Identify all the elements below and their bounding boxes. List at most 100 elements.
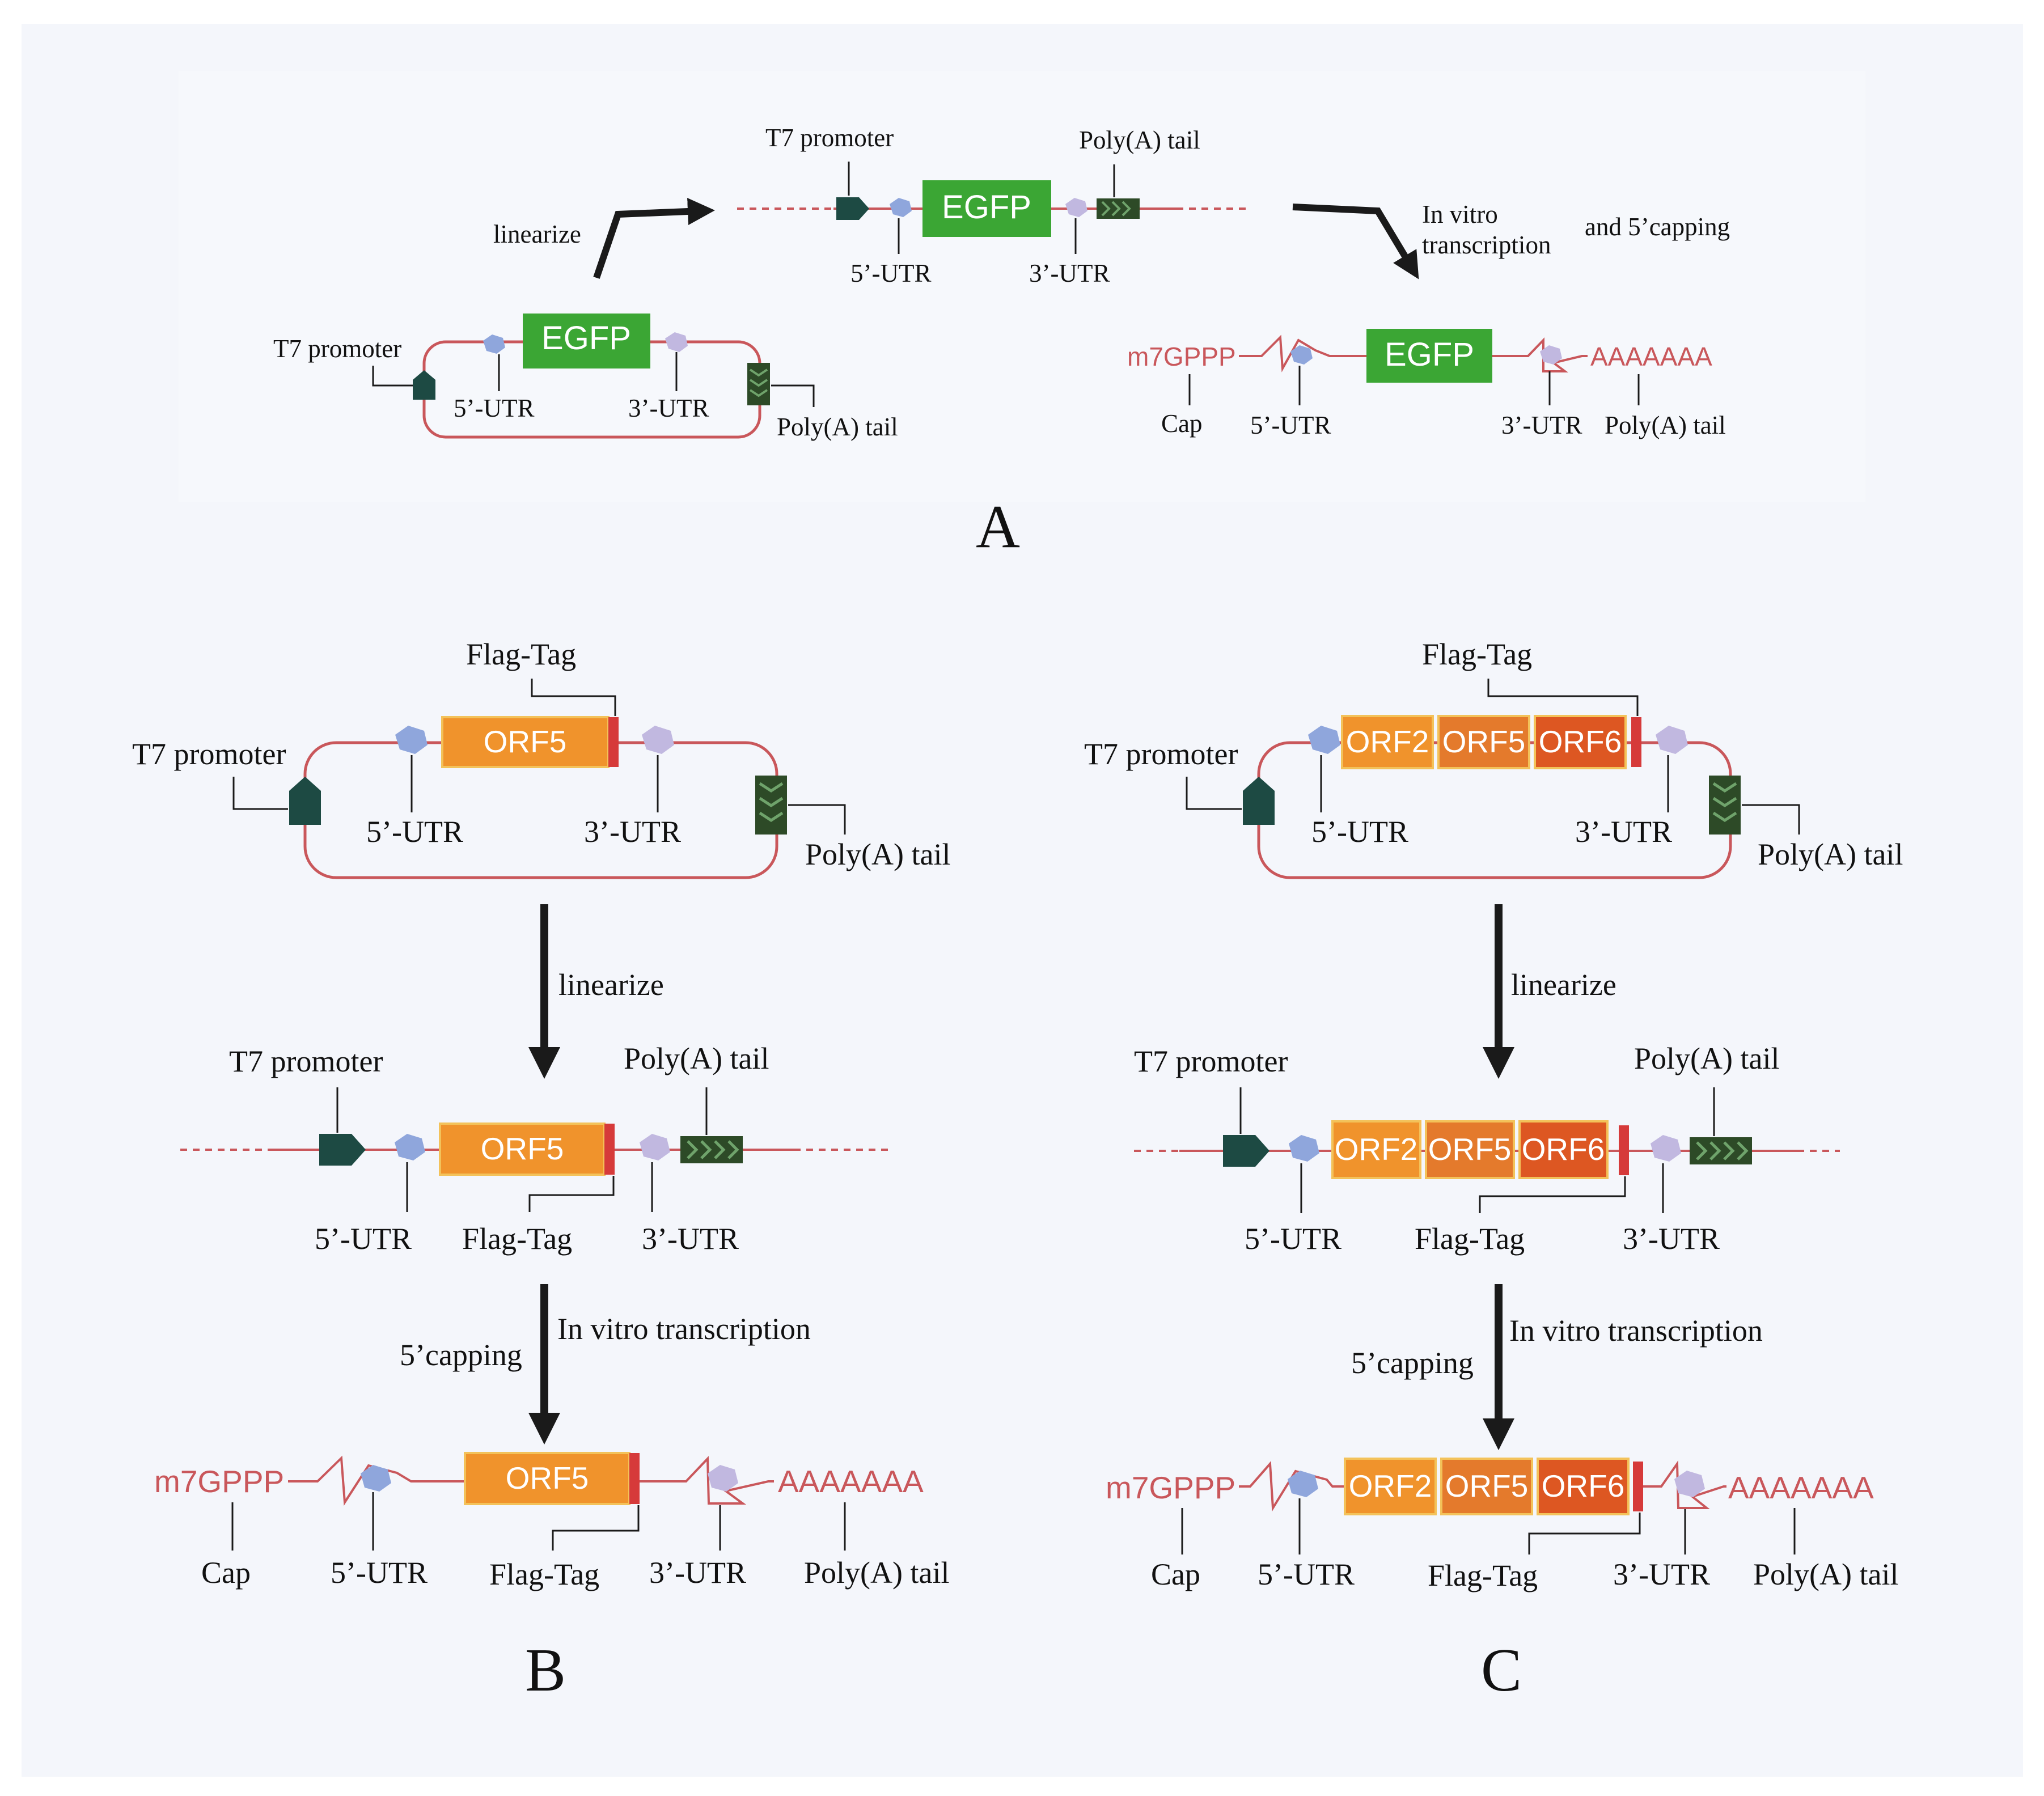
utr5-hexagon-icon	[1289, 1135, 1319, 1162]
utr3-hexagon-icon	[640, 1134, 670, 1160]
promoter-label: T7 promoter	[229, 1044, 383, 1078]
flag-label: Flag-Tag	[466, 637, 576, 671]
orf6-box	[1534, 715, 1627, 769]
flag-tag-bar	[1631, 717, 1641, 767]
utr3-label: 3’-UTR	[649, 1556, 746, 1590]
utr5-label: 5’-UTR	[1311, 815, 1408, 849]
utr3-label: 3’-UTR	[642, 1222, 739, 1256]
panel-a-plasmid: EGFP T7 promoter 5’-UTR 3’-UTR Poly(A) t…	[273, 314, 898, 441]
linearize-arrow	[593, 197, 715, 279]
panel-a-mrna: m7GPPP EGFP AAAAAAA Cap 5’-UTR 3’-UTR Po…	[1127, 329, 1726, 439]
flag-leader	[1528, 1513, 1641, 1554]
cap-sequence: m7GPPP	[1106, 1470, 1235, 1505]
capping-label: 5’capping	[1351, 1346, 1474, 1380]
transcription-label: In vitro transcription	[557, 1312, 811, 1346]
mrna-backbone-5	[1239, 1461, 1345, 1512]
utr5-label: 5’-UTR	[331, 1556, 428, 1590]
mrna-backbone-3	[640, 1456, 774, 1505]
utr5-label: 5’-UTR	[1258, 1557, 1355, 1591]
egfp-label: EGFP	[541, 320, 631, 357]
utr3-label: 3’-UTR	[1501, 411, 1582, 439]
orf2-label: ORF2	[1346, 724, 1429, 759]
panel-letter-b: B	[525, 1637, 566, 1704]
utr3-hexagon-icon	[1651, 1135, 1681, 1162]
orf5-label: ORF5	[1428, 1132, 1512, 1167]
t7-promoter-icon	[836, 197, 869, 220]
orf5-box	[1425, 1120, 1515, 1179]
transcription-arrow	[1292, 204, 1419, 279]
polya-chevron-icon	[1097, 198, 1140, 219]
panel-letter-c: C	[1481, 1637, 1522, 1704]
panel-letter-a: A	[976, 493, 1020, 561]
flag-leader	[528, 1176, 615, 1212]
polya-leader	[1742, 804, 1800, 835]
panel-c-linear: ORF2 ORF5 ORF6 T7 promoter Poly(A) tail …	[1134, 1041, 1840, 1256]
polya-chevron-icon	[1690, 1137, 1752, 1164]
linearize-label: linearize	[1511, 968, 1616, 1002]
capping-label: and 5’capping	[1585, 213, 1730, 241]
flag-label: Flag-Tag	[462, 1222, 572, 1256]
utr3-hexagon-icon	[642, 726, 674, 754]
utr3-hexagon-icon	[1674, 1471, 1705, 1497]
mrna-backbone-3	[1643, 1460, 1726, 1509]
orf5-label: ORF5	[481, 1131, 564, 1166]
utr3-label: 3’-UTR	[1623, 1222, 1720, 1256]
egfp-label: EGFP	[1385, 336, 1474, 373]
orf2-box	[1344, 1458, 1437, 1515]
utr3-label: 3’-UTR	[1575, 815, 1672, 849]
utr3-label: 3’-UTR	[628, 394, 709, 422]
polya-sequence: AAAAAAA	[1728, 1470, 1874, 1505]
t7-promoter-icon	[1243, 777, 1275, 825]
flag-label: Flag-Tag	[1428, 1558, 1538, 1592]
panel-b-plasmid: ORF5 Flag-Tag T7 promoter 5’-UTR 3’-UTR …	[132, 637, 950, 879]
mrna-backbone-5	[288, 1455, 465, 1506]
utr5-label: 5’-UTR	[1250, 411, 1331, 439]
egfp-box	[1366, 329, 1492, 383]
utr3-label: 3’-UTR	[1613, 1557, 1710, 1591]
cap-label: Cap	[1151, 1557, 1200, 1591]
polya-sequence: AAAAAAA	[778, 1464, 924, 1499]
cap-sequence: m7GPPP	[154, 1464, 284, 1499]
polya-sequence: AAAAAAA	[1590, 342, 1712, 371]
panel-c-plasmid: ORF2 ORF5 ORF6 Flag-Tag T7 promoter 5’-U…	[1084, 637, 1903, 879]
t7-promoter-icon	[1223, 1135, 1269, 1167]
orf5-box	[1437, 715, 1530, 769]
panel-c: ORF2 ORF5 ORF6 Flag-Tag T7 promoter 5’-U…	[1084, 637, 1903, 1704]
utr3-label: 3’-UTR	[584, 815, 681, 849]
flag-leader	[531, 679, 616, 716]
t7-promoter-icon	[319, 1134, 366, 1166]
flag-tag-bar	[1619, 1125, 1629, 1175]
orf6-label: ORF6	[1522, 1132, 1605, 1167]
utr5-hexagon-icon	[890, 198, 912, 217]
transcription-label-line1: In vitro	[1422, 200, 1498, 228]
orf5-label: ORF5	[1445, 1468, 1529, 1503]
flag-tag-bar	[1633, 1462, 1643, 1511]
flag-label: Flag-Tag	[489, 1557, 599, 1591]
flag-tag-bar	[629, 1453, 640, 1504]
utr5-label: 5’-UTR	[366, 815, 463, 849]
orf2-box	[1331, 1120, 1421, 1179]
transcription-label: In vitro transcription	[1509, 1314, 1763, 1348]
flag-leader	[1479, 1176, 1626, 1213]
orf5-label: ORF5	[1442, 724, 1526, 759]
orf6-box	[1537, 1458, 1630, 1515]
polya-leader	[788, 804, 846, 835]
panel-a-background	[179, 71, 1865, 502]
polya-chevron-icon	[680, 1136, 743, 1163]
panel-a: EGFP T7 promoter 5’-UTR 3’-UTR Poly(A) t…	[273, 124, 1730, 561]
orf6-label: ORF6	[1539, 724, 1622, 759]
orf5-label: ORF5	[506, 1460, 589, 1496]
panel-b-mrna: m7GPPP ORF5 AAAAAAA Cap 5’-UTR Flag-Tag …	[154, 1452, 949, 1591]
utr5-hexagon-icon	[1290, 345, 1313, 365]
utr3-hexagon-icon	[1065, 198, 1087, 217]
utr5-hexagon-icon	[395, 726, 428, 754]
utr5-hexagon-icon	[1288, 1471, 1318, 1497]
linearize-label: linearize	[493, 220, 581, 248]
orf5-box	[441, 716, 610, 768]
promoter-leader	[1186, 777, 1242, 810]
utr5-hexagon-icon	[395, 1134, 425, 1160]
utr5-label: 5’-UTR	[454, 394, 534, 422]
panel-b: ORF5 Flag-Tag T7 promoter 5’-UTR 3’-UTR …	[132, 637, 950, 1704]
egfp-box	[922, 180, 1051, 237]
